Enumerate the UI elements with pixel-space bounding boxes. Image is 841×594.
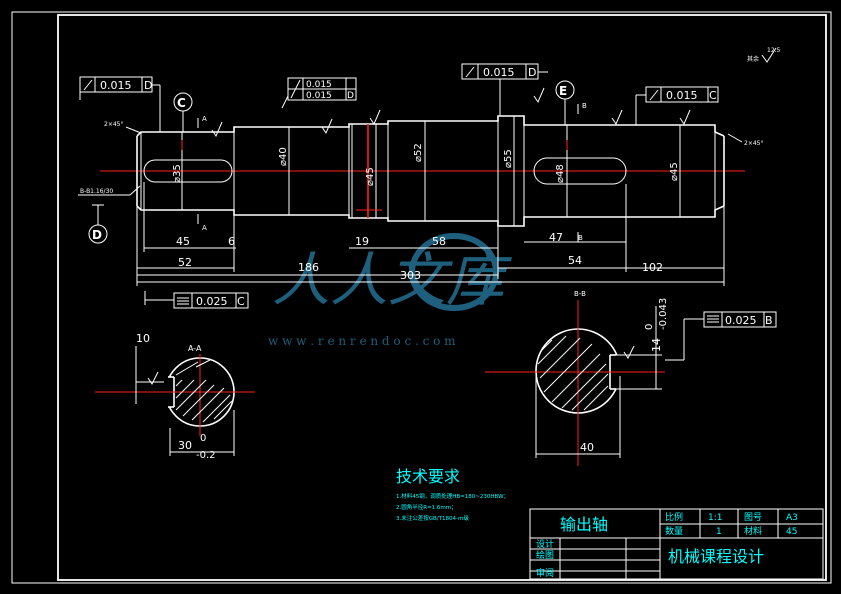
course-title: 机械课程设计 [668, 547, 764, 566]
svg-text:D: D [92, 228, 102, 242]
material-value: 45 [786, 527, 797, 537]
dim-dia55: ⌀55 [503, 149, 514, 168]
roughness-top: 12.5 [767, 47, 781, 54]
dim-186: 186 [298, 261, 319, 274]
section-b-bottom: B [578, 234, 583, 242]
dim-19: 19 [355, 235, 369, 248]
aa-nominal: 30 [178, 439, 192, 452]
dim-dia45a: ⌀45 [365, 167, 376, 186]
section-bb: B-B 14 0 -0.043 40 [485, 290, 669, 466]
gdt-frame-4: 0.015 C [645, 86, 719, 103]
dim-303: 303 [400, 269, 421, 282]
bb-lower: -0.043 [658, 298, 669, 330]
dim-6: 6 [228, 235, 235, 248]
datum-d: D [88, 224, 108, 244]
gdt-5-datum: C [237, 295, 245, 308]
aa-dim-10: 10 [136, 332, 150, 345]
watermark-url: w w w . r e n r e n d o c . c o m [268, 334, 456, 348]
bb-upper: 0 [644, 324, 655, 330]
dim-dia45b: ⌀45 [669, 162, 680, 181]
gdt-frame-3: 0.015 D [461, 63, 539, 80]
datum-e: E [555, 80, 575, 100]
bb-nominal: 14 [650, 338, 663, 352]
inner-border [57, 14, 827, 581]
gdt-4-value: 0.015 [666, 89, 698, 102]
dim-54: 54 [568, 254, 582, 267]
section-a-top: A [202, 115, 207, 123]
gdt-frame-5: 0.025 C [173, 292, 249, 309]
part-name: 输出轴 [560, 515, 608, 534]
tech-title: 技术要求 [396, 467, 460, 486]
dimension-lines [136, 182, 725, 286]
review-label: 审阅 [536, 567, 554, 579]
scale-label: 比例 [665, 511, 683, 523]
title-block: 输出轴 比例 1:1 图号 A3 数量 1 材料 45 设计 绘图 审阅 机械课… [529, 508, 824, 580]
section-a-bottom: A [202, 224, 207, 232]
gdt-2-value2: 0.015 [306, 91, 332, 101]
watermark-brand: 人人文库 [272, 246, 512, 314]
dim-dia48: ⌀48 [555, 164, 566, 183]
dim-102: 102 [642, 261, 663, 274]
shaft-view [100, 115, 745, 227]
sheet-label: 图号 [744, 512, 762, 523]
dim-dia40: ⌀40 [278, 147, 289, 166]
draw-label: 绘图 [536, 549, 554, 561]
key-reference: B-B1.16/30 [80, 188, 113, 195]
dim-dia52: ⌀52 [413, 143, 424, 162]
dim-45: 45 [176, 235, 190, 248]
gdt-1-datum: D [144, 79, 152, 92]
qty-label: 数量 [665, 525, 683, 537]
gdt-3-datum: D [528, 66, 536, 79]
gdt-2-value: 0.015 [306, 80, 332, 90]
bb-dim-40: 40 [580, 441, 594, 454]
gdt-5-value: 0.025 [196, 295, 228, 308]
chamfer-right: 2×45° [744, 140, 763, 147]
svg-text:E: E [559, 84, 567, 98]
tech-line-2: 2.圆角半径R=1.6mm； [396, 503, 457, 511]
gdt-4-datum: C [709, 89, 717, 102]
design-label: 设计 [536, 538, 554, 550]
watermark: 人人文库 w w w . r e n r e n d o c . c o m [268, 233, 512, 348]
gdt-1-value: 0.015 [100, 79, 132, 92]
dim-47: 47 [549, 231, 563, 244]
dim-52: 52 [178, 256, 192, 269]
dim-dia35: ⌀35 [172, 164, 183, 183]
section-b-top: B [582, 102, 587, 110]
tech-requirements: 技术要求 1.材料45钢，调质处理HB=180~230HBW； 2.圆角半径R=… [396, 467, 509, 522]
tech-line-3: 3.未注公差按GB/T1804-m级 [396, 514, 469, 522]
aa-lower: -0.2 [196, 450, 216, 461]
section-aa-label: A-A [188, 344, 202, 353]
gdt-6-datum: B [765, 314, 773, 327]
tech-line-1: 1.材料45钢，调质处理HB=180~230HBW； [396, 492, 509, 500]
svg-text:C: C [177, 96, 186, 110]
section-aa: A-A 10 30 0 -0.2 [95, 332, 255, 461]
outer-border [11, 11, 832, 584]
datum-c: C [173, 92, 193, 112]
gdt-frame-1: 0.015 D [79, 76, 153, 93]
aa-upper: 0 [200, 433, 206, 444]
qty-value: 1 [716, 527, 722, 537]
material-label: 材料 [744, 525, 762, 537]
roughness-other: 其余 [747, 55, 759, 63]
gdt-frame-2: 0.015 0.015 D [287, 77, 357, 101]
gdt-3-value: 0.015 [483, 66, 515, 79]
gdt-2-datum: D [347, 91, 354, 101]
scale-value: 1:1 [708, 513, 722, 523]
dim-58: 58 [432, 235, 446, 248]
chamfer-left: 2×45° [104, 121, 123, 128]
section-bb-label: B-B [574, 290, 586, 298]
gdt-frame-6: 0.025 B [703, 311, 777, 328]
gdt-6-value: 0.025 [725, 314, 757, 327]
sheet-value: A3 [786, 513, 798, 523]
